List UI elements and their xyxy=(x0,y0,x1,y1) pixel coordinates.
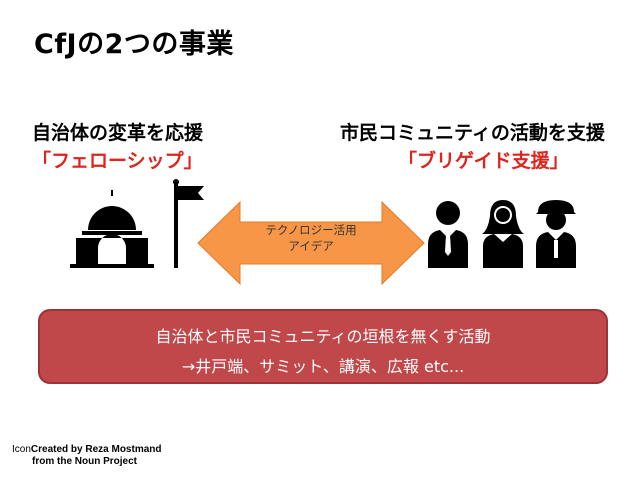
left-subheading: 「フェローシップ」 xyxy=(32,150,203,172)
arrow-label-line1: テクノロジー活用 xyxy=(265,223,357,237)
page-title: CfJの2つの事業 xyxy=(34,29,234,60)
flag-icon xyxy=(173,179,204,268)
woman-icon xyxy=(482,200,524,268)
credit-line2: from the Noun Project xyxy=(32,456,138,467)
arrow-label: テクノロジー活用 アイデア xyxy=(244,222,378,254)
man-icon xyxy=(428,201,468,268)
government-building-icon xyxy=(70,190,154,268)
right-heading: 市民コミュニティの活動を支援 xyxy=(340,122,605,144)
banner-line2: →井戸端、サミット、講演、広報 etc... xyxy=(181,357,465,376)
worker-icon xyxy=(536,200,576,268)
double-arrow xyxy=(197,200,425,286)
icon-credit: IconCreated by Reza Mostmand from the No… xyxy=(12,444,162,468)
credit-line1: Created by Reza Mostmand xyxy=(30,444,162,455)
citizens-icon xyxy=(428,200,576,268)
arrow-label-line2: アイデア xyxy=(288,239,334,253)
summary-banner: 自治体と市民コミュニティの垣根を無くす活動 →井戸端、サミット、講演、広報 et… xyxy=(38,309,608,384)
right-subheading: 「ブリゲイド支援」 xyxy=(398,150,569,172)
credit-icon-word: Icon xyxy=(12,444,31,455)
banner-line1: 自治体と市民コミュニティの垣根を無くす活動 xyxy=(155,327,491,346)
left-heading: 自治体の変革を応援 xyxy=(32,122,204,144)
